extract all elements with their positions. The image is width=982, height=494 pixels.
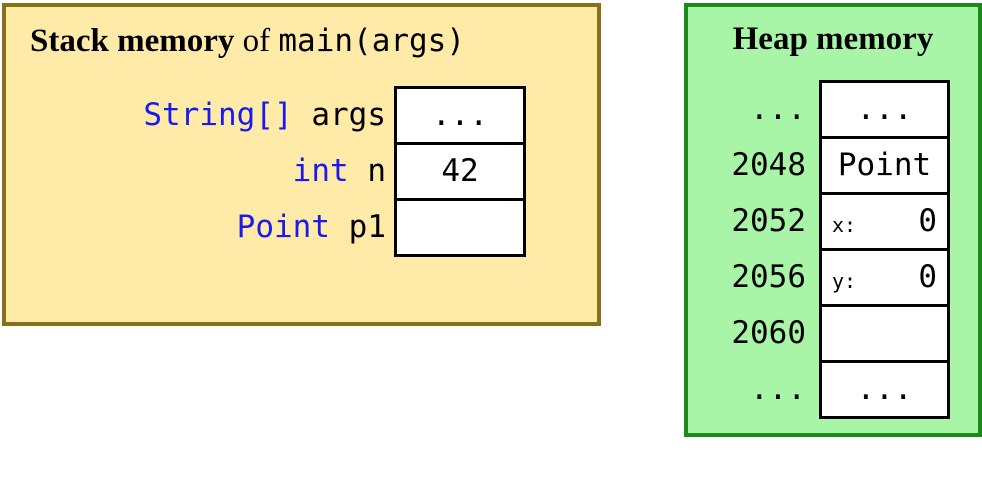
stack-variable-p1: Point p1 (6, 199, 386, 255)
variable-type: int (292, 153, 349, 189)
field-value-x: 0 (918, 203, 937, 239)
stack-variable-args: String[] args (6, 87, 386, 143)
stack-title-code: main(args) (278, 23, 466, 59)
variable-name: p1 (348, 209, 386, 245)
stack-variable-n: int n (6, 143, 386, 199)
heap-address-top-ellipsis: ... (750, 91, 806, 127)
heap-address-2052: 2052 (731, 203, 806, 239)
heap-memory-panel: Heap memory ... ... 2048 Point 2052 x: 0… (684, 3, 982, 437)
heap-cell-2060 (819, 304, 950, 363)
variable-name: n (367, 153, 386, 189)
variable-type: Point (236, 209, 330, 245)
stack-cell-args: ... (394, 86, 526, 145)
stack-cell-n: 42 (394, 142, 526, 201)
field-label-y: y: (832, 269, 857, 293)
stack-cell-p1 (394, 198, 526, 257)
heap-cell-object-header: Point (819, 136, 950, 195)
heap-cell-field-x: x: 0 (819, 192, 950, 251)
heap-memory-title: Heap memory (732, 21, 934, 57)
field-value-y: 0 (918, 259, 937, 295)
stack-memory-panel: Stack memory of main(args) String[] args… (2, 3, 601, 326)
heap-address-2060: 2060 (731, 315, 806, 351)
field-label-x: x: (832, 213, 857, 237)
heap-address-2056: 2056 (731, 259, 806, 295)
stack-memory-title: Stack memory of main(args) (30, 21, 465, 61)
heap-address-2048: 2048 (731, 147, 806, 183)
stack-title-of: of (242, 23, 271, 59)
stack-title-bold: Stack memory (30, 23, 235, 59)
heap-address-bottom-ellipsis: ... (750, 371, 806, 407)
heap-cell-top-ellipsis: ... (819, 80, 950, 139)
variable-name: args (311, 97, 386, 133)
variable-type: String[] (143, 97, 293, 133)
heap-cell-field-y: y: 0 (819, 248, 950, 307)
heap-cell-bottom-ellipsis: ... (819, 360, 950, 419)
